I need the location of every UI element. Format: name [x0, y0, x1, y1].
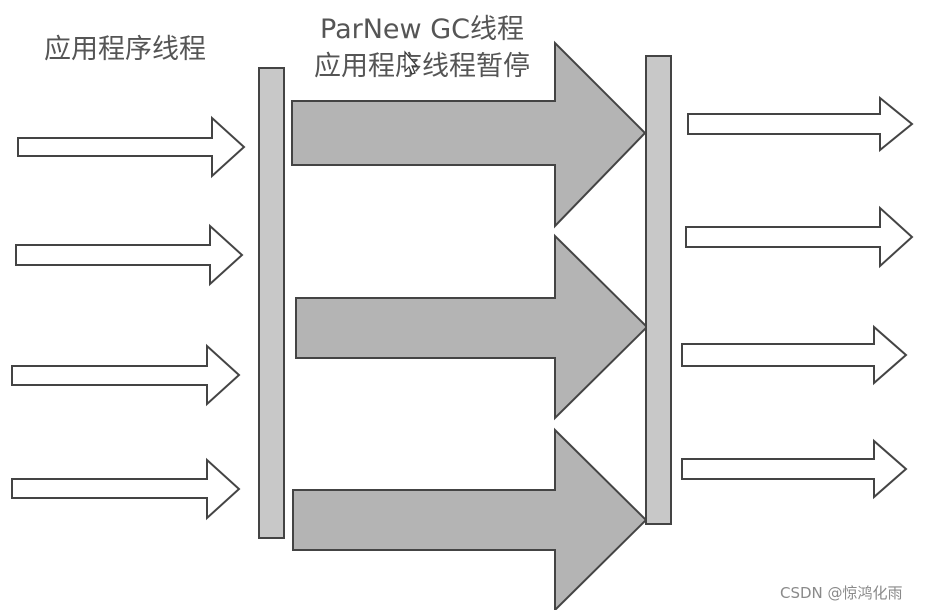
- outgoing-thread-arrows: [681, 95, 914, 500]
- thread-arrow-right-4: [681, 438, 908, 500]
- label-app-threads: 应用程序线程: [44, 34, 206, 65]
- pause-bar-start: [258, 67, 285, 539]
- label-parnew-gc-threads: ParNew GC线程: [320, 14, 524, 45]
- thread-arrow-left-2: [15, 223, 244, 287]
- gc-arrow-2: [295, 233, 649, 421]
- gc-thread-arrows: [291, 40, 649, 610]
- incoming-thread-arrows: [11, 115, 246, 521]
- gc-arrow-3: [292, 427, 648, 610]
- pause-bar-end: [645, 55, 672, 525]
- mouse-cursor-icon: [404, 50, 419, 75]
- thread-arrow-left-1: [17, 115, 246, 179]
- gc-arrow-1: [291, 40, 647, 229]
- thread-arrow-left-3: [11, 343, 241, 407]
- label-app-threads-paused: 应用程序线程暂停: [314, 51, 530, 82]
- thread-arrow-left-4: [11, 457, 241, 521]
- thread-arrow-right-2: [685, 205, 914, 269]
- watermark: CSDN @惊鸿化雨: [780, 584, 903, 602]
- thread-arrow-right-3: [681, 324, 908, 386]
- thread-arrow-right-1: [687, 95, 914, 153]
